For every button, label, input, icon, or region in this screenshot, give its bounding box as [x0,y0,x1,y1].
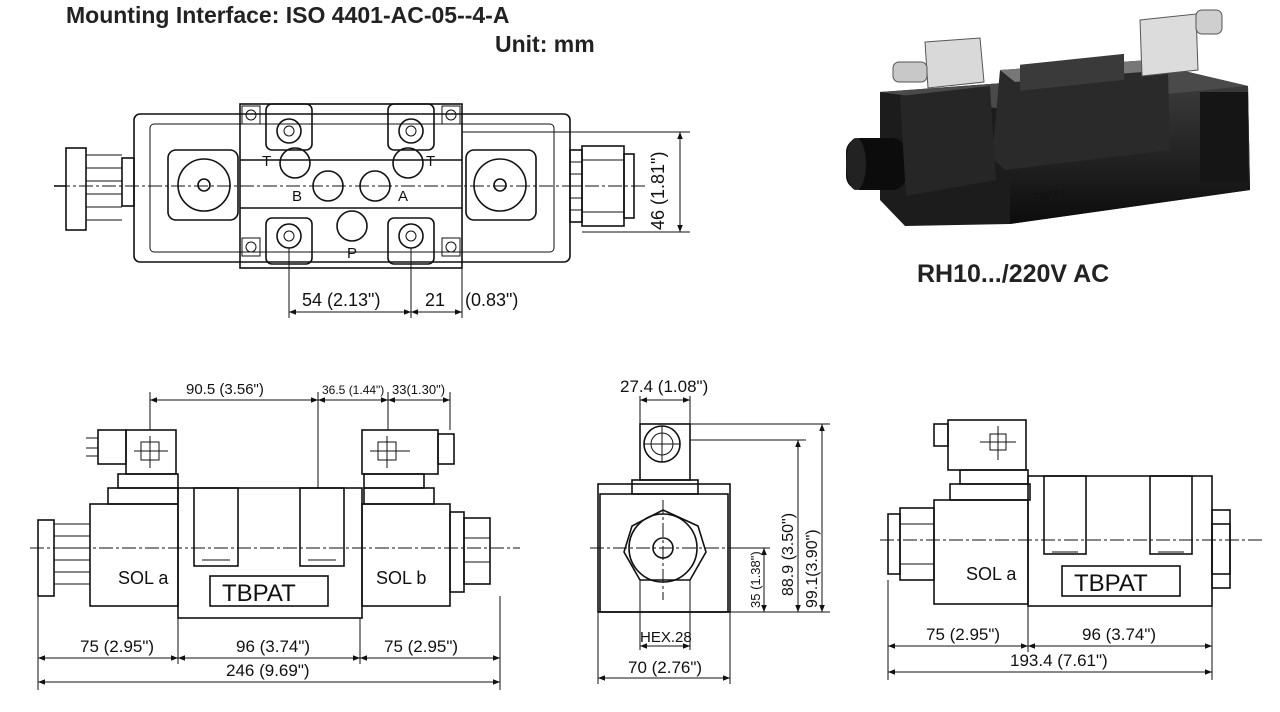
single-brand-plate-label: TBPAT [1074,570,1148,597]
front-view-drawing: 90.5 (3.56") 36.5 (1.44") 33(1.30") [30,381,520,690]
right-connector-icon [569,145,635,227]
dim-46-label: 46 (1.81") [648,152,668,230]
port-b-label: B [292,188,302,205]
mounting-interface-title: Mounting Interface: ISO 4401-AC-05--4-A [66,2,510,28]
dim-35-label: 35 (1.38") [748,551,763,608]
dim-36-5-label: 36.5 (1.44") [322,383,384,397]
port-t-left-label: T [262,153,271,170]
single-dim-75-label: 75 (2.95") [926,625,1000,644]
photo-caption: RH10.../220V AC [917,260,1110,288]
dim-54-label: 54 (2.13") [302,290,380,310]
dim-246-label: 246 (9.69") [226,661,310,680]
single-sol-a-label: SOL a [966,564,1017,584]
port-t-right-label: T [426,153,435,170]
port-a-label: A [398,188,408,205]
single-solenoid-drawing: SOL a TBPAT 75 (2.95") 96 (3.74") 193.4 … [880,419,1262,680]
corner-screw-icon [241,105,461,257]
sol-b-label: SOL b [376,568,426,588]
dim-96-label: 96 (3.74") [236,637,310,656]
mounting-bolt-icon [265,103,435,265]
single-dim-193-4-label: 193.4 (7.61") [1010,651,1108,670]
dim-21-label: 21 [425,290,445,310]
dim-70-label: 70 (2.76") [628,658,702,677]
unit-label: Unit: mm [495,31,595,57]
dim-75-right-label: 75 (2.95") [384,637,458,656]
hex-28-label: HEX.28 [640,629,692,646]
side-view-drawing: 27.4 (1.08") 35 (1.38") 88.9 (3.50") 99.… [590,377,830,684]
left-connector-icon [54,147,135,231]
port-p-label: P [347,245,357,262]
dim-90-5-label: 90.5 (3.56") [186,381,264,398]
dim-33-label: 33(1.30") [392,382,445,397]
dim-21-in-label: (0.83") [465,290,518,310]
sol-a-label: SOL a [118,568,169,588]
valve-product-photo: TBPAT [846,9,1250,226]
single-dim-96-label: 96 (3.74") [1082,625,1156,644]
dim-75-left-label: 75 (2.95") [80,637,154,656]
dim-99-1-label: 99.1(3.90") [804,529,821,608]
photo-body-label: TBPAT [1032,189,1067,204]
dim-27-4-label: 27.4 (1.08") [620,377,708,396]
dim-88-9-label: 88.9 (3.50") [780,513,797,596]
top-view-drawing: T T B A P 46 (1.81") 54 (2.13") [54,103,690,318]
brand-plate-label: TBPAT [222,580,296,607]
